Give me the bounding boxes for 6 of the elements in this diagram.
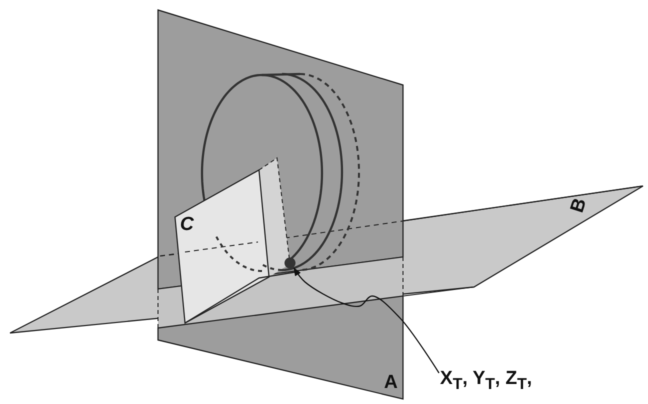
plane-label: C: [180, 215, 194, 234]
plane-label: A: [384, 373, 398, 392]
coordinate-label: X$_{T}$, Y$_{T}$, Z$_{T}$,: [440, 369, 532, 393]
contact-point: [284, 258, 296, 268]
plane-label: B: [568, 196, 590, 215]
leader-line: [294, 267, 440, 374]
